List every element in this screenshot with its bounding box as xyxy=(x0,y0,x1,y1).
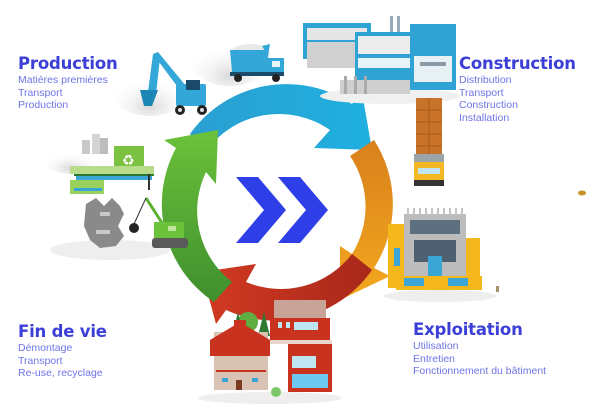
factory-icon xyxy=(303,16,456,94)
stage-item: Entretien xyxy=(413,352,456,365)
modern-house-icon xyxy=(270,300,332,397)
houses-illustration xyxy=(198,300,342,404)
stage-items: Démontage Transport Re-use, recyclage xyxy=(18,342,107,380)
villa-icon xyxy=(210,320,270,390)
stage-title: Fin de vie xyxy=(18,322,107,341)
excavator-icon xyxy=(140,52,207,115)
exploitation-illustration xyxy=(384,190,586,302)
stage-item: Distribution xyxy=(459,74,512,86)
rubble-icon xyxy=(84,198,124,248)
double-chevron-right-icon xyxy=(236,177,328,243)
stage-item: Utilisation xyxy=(413,340,459,352)
stage-item: Transport xyxy=(18,354,63,367)
stage-item: Démontage xyxy=(18,342,73,354)
fin-de-vie-illustration: ♻ xyxy=(50,134,188,260)
stage-items: Utilisation Entretien Fonctionnement du … xyxy=(413,340,546,378)
stage-items: Distribution Transport Construction Inst… xyxy=(459,74,576,124)
stage-title: Construction xyxy=(459,54,576,73)
recycling-plant-icon: ♻ xyxy=(70,134,154,194)
office-building-icon xyxy=(388,208,499,292)
arc-blue-production xyxy=(190,84,372,151)
delivery-truck-icon xyxy=(414,98,444,186)
stage-item: Fonctionnement du bâtiment xyxy=(413,365,547,377)
cycle-ring xyxy=(161,84,393,324)
stage-item: Installation xyxy=(459,111,510,124)
stage-construction: Construction Distribution Transport Cons… xyxy=(459,54,576,124)
arc-green-fin-de-vie xyxy=(161,130,232,302)
stage-title: Production xyxy=(18,54,118,73)
arc-red-exploitation xyxy=(202,254,372,324)
stage-title: Exploitation xyxy=(413,320,523,339)
demolition-crane-icon xyxy=(129,197,188,248)
svg-text:♻: ♻ xyxy=(122,153,135,169)
dump-truck-icon xyxy=(230,44,284,82)
stage-item: Transport xyxy=(18,86,63,99)
stage-item: Transport xyxy=(459,86,504,99)
stage-item: Matières premières xyxy=(18,74,108,86)
stage-exploitation: Exploitation Utilisation Entretien Fonct… xyxy=(413,320,546,378)
stage-item: Construction xyxy=(459,99,518,111)
stage-item: Production xyxy=(18,99,69,111)
construction-illustration xyxy=(303,16,460,186)
production-illustration xyxy=(44,34,284,174)
stage-items: Matières premières Transport Production xyxy=(18,74,118,112)
stage-production: Production Matières premières Transport … xyxy=(18,54,118,112)
stage-fin-de-vie: Fin de vie Démontage Transport Re-use, r… xyxy=(18,322,107,380)
small-decoration-icon xyxy=(578,190,586,196)
stage-item: Re-use, recyclage xyxy=(18,367,103,379)
